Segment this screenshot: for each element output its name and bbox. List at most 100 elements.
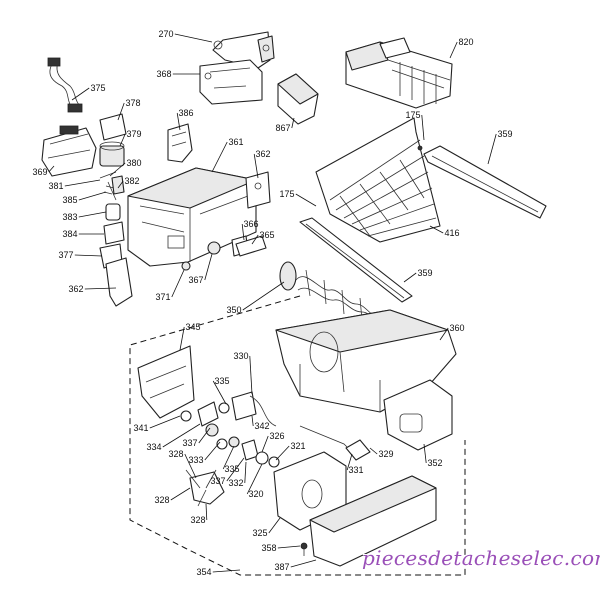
part-number-label: 384 (62, 229, 77, 239)
bracket-362-top (245, 171, 271, 209)
leader-line (346, 453, 353, 471)
part-number-label: 321 (290, 441, 305, 451)
linkage-parts (180, 391, 371, 468)
part-number-label: 369 (32, 167, 47, 177)
part-number-label: 337 (210, 476, 225, 486)
part-number-label: 175 (405, 110, 420, 120)
part-number-label: 328 (168, 449, 183, 459)
leader-line (449, 41, 458, 59)
part-number-label: 270 (158, 29, 173, 39)
part-number-label: 380 (126, 158, 141, 168)
wire-harness-375 (47, 57, 83, 113)
housing-352 (383, 379, 453, 451)
leader-line (174, 33, 213, 43)
rail-359-top (423, 145, 547, 219)
leader-line (170, 487, 191, 501)
part-number-label: 328 (190, 515, 205, 525)
part-number-label: 345 (185, 322, 200, 332)
cup-867 (277, 73, 319, 125)
part-number-label: 361 (228, 137, 243, 147)
leader-line (179, 326, 185, 351)
leader-line (117, 180, 124, 189)
leader-line (109, 162, 126, 177)
part-number-label: 416 (444, 228, 459, 238)
leader-line (212, 380, 227, 405)
part-number-label: 333 (188, 455, 203, 465)
leader-line (277, 545, 301, 549)
leader-line (421, 114, 425, 141)
part-number-label: 387 (274, 562, 289, 572)
part-number-label: 386 (178, 108, 193, 118)
leader-line (251, 234, 259, 245)
leader-line (241, 223, 245, 241)
part-number-label: 328 (154, 495, 169, 505)
part-number-label: 371 (155, 292, 170, 302)
part-number-label: 382 (124, 176, 139, 186)
part-number-label: 335 (214, 376, 229, 386)
leader-line (246, 463, 263, 495)
housing-361 (127, 167, 257, 267)
leader-line (439, 327, 449, 341)
leader-line (403, 272, 417, 283)
leader-line (242, 281, 285, 311)
part-number-label: 359 (417, 268, 432, 278)
leader-line (176, 112, 181, 131)
leader-line (78, 191, 107, 201)
leader-line (369, 447, 378, 455)
part-number-label: 337 (182, 438, 197, 448)
part-number-label: 325 (252, 528, 267, 538)
part-number-label: 362 (68, 284, 83, 294)
leader-line (204, 253, 213, 281)
leader-line (204, 441, 221, 461)
part-number-label: 329 (378, 449, 393, 459)
part-number-label: 366 (243, 219, 258, 229)
icemaker-820 (345, 37, 453, 109)
part-number-label: 367 (188, 275, 203, 285)
leader-line (78, 211, 107, 218)
leader-line (74, 254, 103, 257)
leader-line (198, 427, 211, 444)
bracket-368 (199, 59, 263, 105)
part-number-label: 341 (133, 423, 148, 433)
part-number-label: 867 (275, 123, 290, 133)
leader-line (119, 133, 126, 147)
part-number-label: 350 (226, 305, 241, 315)
leader-line (162, 423, 201, 448)
door-325 (273, 451, 347, 531)
assembly-boundary (129, 295, 466, 576)
leader-line (184, 453, 197, 479)
part-number-label: 375 (90, 83, 105, 93)
part-number-label: 377 (58, 250, 73, 260)
part-number-label: 379 (126, 129, 141, 139)
part-number-label: 320 (248, 489, 263, 499)
part-number-label: 331 (348, 465, 363, 475)
leader-line (295, 193, 317, 207)
leader-line (268, 517, 281, 534)
leader-line (64, 179, 101, 187)
blade-328 (185, 469, 225, 507)
part-number-label: 335 (224, 464, 239, 474)
leader-lines (48, 33, 497, 573)
leader-line (423, 443, 427, 464)
leader-line (487, 133, 497, 165)
part-number-label: 342 (254, 421, 269, 431)
bracket-270 (212, 31, 275, 69)
leader-line (253, 153, 259, 179)
part-number-label: 365 (259, 230, 274, 240)
leader-line (261, 435, 269, 453)
part-number-label: 381 (48, 181, 63, 191)
valve-group (41, 113, 127, 177)
part-386 (167, 123, 193, 163)
part-number-label: 362 (255, 149, 270, 159)
leader-line (244, 461, 247, 484)
part-number-label: 358 (261, 543, 276, 553)
part-number-label: 360 (449, 323, 464, 333)
leader-line (251, 415, 254, 427)
leader-line (226, 457, 245, 482)
part-number-label: 334 (146, 442, 161, 452)
front-387 (309, 475, 437, 567)
part-number-label: 330 (233, 351, 248, 361)
leader-line (429, 225, 444, 234)
callout-labels: 2703688203753783868671753593793613623693… (32, 29, 512, 577)
